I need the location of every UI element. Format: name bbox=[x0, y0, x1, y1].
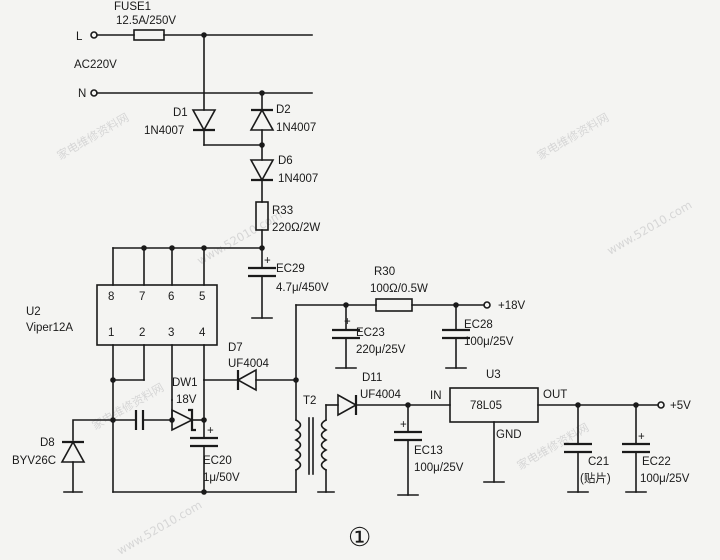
ec28-value: 100μ/25V bbox=[464, 336, 514, 348]
capacitor-ec22: + EC22 100μ/25V bbox=[622, 404, 690, 493]
ec28-name: EC28 bbox=[464, 319, 493, 331]
watermark: 家电维修资料网 bbox=[535, 110, 612, 162]
d8-value: BYV26C bbox=[12, 455, 56, 467]
r30-value: 100Ω/0.5W bbox=[370, 283, 428, 295]
svg-text:+: + bbox=[638, 431, 645, 443]
d11-name: D11 bbox=[362, 372, 382, 384]
u3-out-label: OUT bbox=[543, 389, 567, 401]
watermark: www.52010.com bbox=[115, 498, 205, 558]
dw1-value: 18V bbox=[176, 394, 197, 406]
watermark: 家电维修资料网 bbox=[515, 420, 592, 472]
watermark: www.52010.com bbox=[605, 198, 695, 258]
c21-name: C21 bbox=[588, 456, 609, 468]
d6-name: D6 bbox=[278, 155, 293, 167]
u3-gnd-label: GND bbox=[496, 429, 522, 441]
watermark: www.52010.com bbox=[195, 208, 285, 268]
zener-dw1: DW1 18V bbox=[112, 377, 205, 432]
svg-text:+: + bbox=[344, 316, 351, 328]
r30-name: R30 bbox=[374, 266, 395, 278]
ac-input: L AC220V N bbox=[74, 31, 117, 100]
ec20-name: EC20 bbox=[203, 455, 232, 467]
fuse-value: 12.5A/250V bbox=[116, 15, 176, 27]
diode-d11: D11 UF4004 bbox=[325, 372, 451, 417]
fuse-fuse1: FUSE1 12.5A/250V bbox=[96, 1, 313, 41]
u2-pin-6: 6 bbox=[168, 291, 174, 303]
u2-pin-1: 1 bbox=[108, 327, 114, 339]
d8-name: D8 bbox=[40, 437, 55, 449]
r33-value: 220Ω/2W bbox=[272, 222, 320, 234]
resistor-r33: R33 220Ω/2W bbox=[255, 201, 320, 249]
diode-d1: D1 1N4007 bbox=[144, 34, 217, 146]
u2-name: U2 bbox=[26, 306, 41, 318]
diode-d2: D2 1N4007 bbox=[249, 92, 316, 146]
d11-value: UF4004 bbox=[360, 389, 402, 401]
d1-name: D1 bbox=[173, 107, 188, 119]
ec22-name: EC22 bbox=[642, 456, 671, 468]
capacitor-ec13: + EC13 100μ/25V bbox=[394, 404, 464, 496]
d2-value: 1N4007 bbox=[276, 122, 316, 134]
watermark: 家电维修资料网 bbox=[55, 110, 132, 162]
transformer-t2: T2 bbox=[294, 304, 335, 493]
u2-pin-4: 4 bbox=[199, 327, 206, 339]
diode-d6: D6 1N4007 bbox=[249, 144, 318, 203]
ec29-name: EC29 bbox=[276, 263, 305, 275]
t2-label: T2 bbox=[303, 395, 316, 407]
ec20-value: 1μ/50V bbox=[203, 472, 240, 484]
n-terminal bbox=[90, 89, 98, 97]
svg-text:+: + bbox=[207, 425, 214, 437]
u3-part: 78L05 bbox=[470, 400, 502, 412]
capacitor-ec23: + EC23 220μ/25V bbox=[332, 304, 406, 369]
ec29-value: 4.7μ/450V bbox=[276, 282, 329, 294]
capacitor-ec28: EC28 100μ/25V bbox=[442, 304, 514, 369]
u2-pin-5: 5 bbox=[199, 291, 205, 303]
d2-name: D2 bbox=[276, 104, 291, 116]
out-5v-terminal bbox=[657, 401, 665, 409]
d7-name: D7 bbox=[228, 342, 243, 354]
figure-number: ① bbox=[348, 523, 371, 553]
u2-pin-2: 2 bbox=[139, 327, 145, 339]
capacitor-ec20: + EC20 1μ/50V bbox=[190, 425, 240, 493]
d7-value: UF4004 bbox=[228, 358, 270, 370]
ec22-value: 100μ/25V bbox=[640, 473, 690, 485]
svg-text:+: + bbox=[264, 255, 271, 267]
u3-in-label: IN bbox=[430, 390, 442, 402]
d1-value: 1N4007 bbox=[144, 125, 184, 137]
l-terminal bbox=[90, 31, 98, 39]
capacitor-c21: C21 (贴片) bbox=[564, 404, 611, 493]
ac-input-label: AC220V bbox=[74, 59, 117, 71]
ec23-value: 220μ/25V bbox=[356, 344, 406, 356]
resistor-r30: R30 100Ω/0.5W bbox=[370, 266, 485, 312]
l-terminal-label: L bbox=[76, 31, 83, 43]
u2-part: Viper12A bbox=[26, 322, 73, 334]
d6-value: 1N4007 bbox=[278, 173, 318, 185]
r33-name: R33 bbox=[272, 205, 293, 217]
ic-u2-viper12a: 8 7 6 5 1 2 3 4 U2 Viper12A bbox=[26, 284, 218, 346]
diode-d8: D8 BYV26C bbox=[12, 379, 114, 493]
watermark: 家电维修资料网 bbox=[90, 380, 167, 432]
regulator-u3-78l05: 78L05 U3 IN OUT GND bbox=[430, 369, 567, 483]
capacitor-ec29: + EC29 4.7μ/450V bbox=[248, 247, 329, 319]
u3-name: U3 bbox=[486, 369, 501, 381]
u2-pin-3: 3 bbox=[168, 327, 174, 339]
fuse-body bbox=[133, 29, 165, 41]
u2-pin-8: 8 bbox=[108, 291, 114, 303]
c21-value: (贴片) bbox=[580, 471, 611, 485]
n-terminal-label: N bbox=[78, 88, 86, 100]
ec23-name: EC23 bbox=[356, 327, 385, 339]
svg-text:+: + bbox=[400, 419, 407, 431]
out-18v-terminal bbox=[483, 301, 491, 309]
diode-d7: D7 UF4004 bbox=[228, 342, 297, 392]
out-5v-label: +5V bbox=[670, 400, 691, 412]
dw1-name: DW1 bbox=[172, 377, 198, 389]
fuse-name: FUSE1 bbox=[114, 1, 151, 13]
ec13-value: 100μ/25V bbox=[414, 462, 464, 474]
out-18v-label: +18V bbox=[498, 300, 526, 312]
ec13-name: EC13 bbox=[414, 445, 443, 457]
u2-pin-7: 7 bbox=[139, 291, 145, 303]
